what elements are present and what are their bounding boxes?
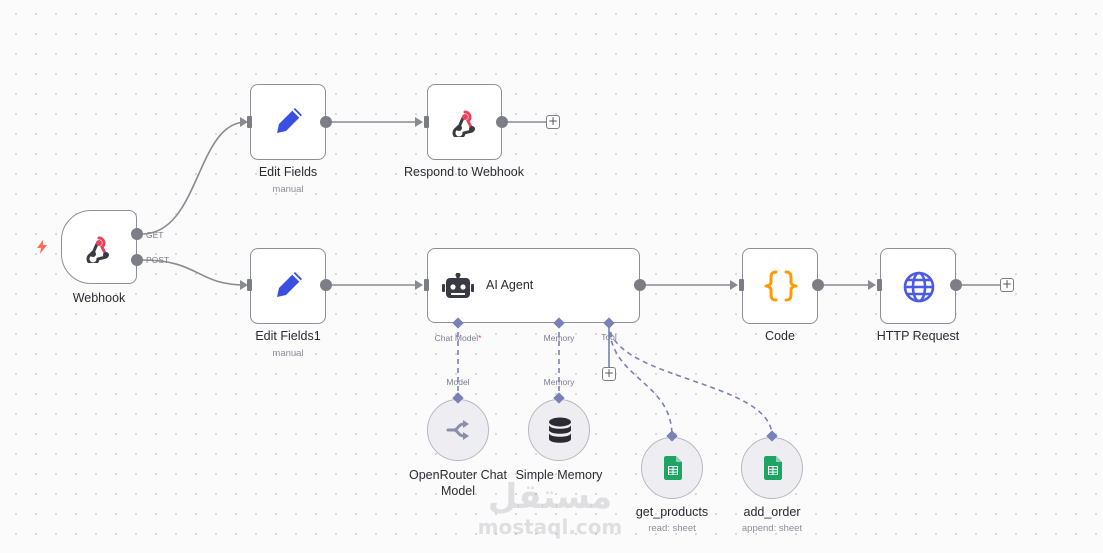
tool-port-label: Tool — [601, 332, 617, 342]
respond-to-webhook-label: Respond to Webhook — [404, 165, 524, 179]
ai-agent-label: AI Agent — [486, 278, 534, 292]
webhook-icon — [86, 236, 109, 263]
pencil-icon — [277, 272, 302, 297]
ai-agent-input-handle[interactable] — [424, 279, 429, 291]
http-request-output-handle[interactable] — [950, 279, 962, 291]
respond-to-webhook-node[interactable] — [427, 84, 502, 160]
globe-icon — [903, 271, 935, 303]
ai-agent-output-handle[interactable] — [634, 279, 646, 291]
watermark-latin: mostaql.com — [477, 515, 623, 539]
code-node[interactable] — [742, 248, 818, 324]
add-order-subtitle: append: sheet — [741, 523, 803, 534]
google-sheets-icon — [764, 456, 782, 480]
http-request-node[interactable] — [880, 248, 956, 324]
http-request-input-handle[interactable] — [877, 279, 882, 291]
ai-agent-node[interactable]: AI Agent — [427, 248, 640, 323]
webhook-icon — [452, 110, 475, 137]
respond-to-webhook-output-handle[interactable] — [496, 116, 508, 128]
openrouter-chat-model-node[interactable] — [427, 399, 489, 461]
get-products-node[interactable] — [641, 437, 703, 499]
lightning-bolt-icon — [37, 240, 47, 254]
respond-to-webhook-input-handle[interactable] — [424, 116, 429, 128]
watermark-arabic: مستقل — [487, 477, 613, 517]
edge-webhook-post-to-edit-fields1 — [141, 259, 247, 286]
database-icon — [549, 417, 571, 443]
edit-fields-node[interactable] — [250, 84, 326, 160]
edit-fields1-node[interactable] — [250, 248, 326, 324]
edit-fields1-output-handle[interactable] — [320, 279, 332, 291]
pencil-icon — [277, 108, 302, 133]
webhook-get-label: GET — [146, 230, 164, 240]
code-output-handle[interactable] — [812, 279, 824, 291]
openrouter-model-port-label: Model — [446, 377, 470, 387]
braces-icon — [764, 270, 798, 302]
simple-memory-node[interactable] — [528, 399, 590, 461]
chat-model-port-label: Chat Model* — [434, 333, 482, 343]
edit-fields-output-handle[interactable] — [320, 116, 332, 128]
edit-fields1-input-handle[interactable] — [247, 279, 252, 291]
simple-memory-label: Simple Memory — [515, 468, 603, 482]
edit-fields1-subtitle: manual — [272, 348, 304, 359]
add-order-label: add_order — [743, 505, 801, 519]
simple-memory-port-label: Memory — [543, 377, 575, 387]
get-products-label: get_products — [635, 505, 709, 519]
webhook-node[interactable] — [61, 210, 137, 284]
webhook-output-get-handle[interactable] — [131, 228, 143, 240]
edit-fields-label: Edit Fields — [258, 165, 318, 179]
openrouter-label: OpenRouter Chat Model — [409, 468, 507, 498]
mostaql-watermark: مستقل mostaql.com — [470, 478, 630, 538]
code-input-handle[interactable] — [739, 279, 744, 291]
edit-fields-input-handle[interactable] — [247, 116, 252, 128]
edge-webhook-get-to-edit-fields — [141, 121, 247, 235]
google-sheets-icon — [664, 456, 682, 480]
robot-icon — [442, 273, 474, 298]
add-node-after-respond-button[interactable]: + — [546, 114, 560, 129]
add-node-after-http-button[interactable]: + — [1000, 277, 1014, 292]
required-mark: * — [478, 333, 482, 343]
edge-tool-to-get-products — [608, 322, 673, 437]
code-label: Code — [765, 329, 795, 343]
openrouter-icon — [446, 420, 469, 440]
webhook-output-post-handle[interactable] — [131, 254, 143, 266]
get-products-subtitle: read: sheet — [648, 523, 696, 534]
edge-tool-to-add-order — [608, 322, 773, 437]
add-order-node[interactable] — [741, 437, 803, 499]
webhook-node-label: Webhook — [72, 291, 126, 305]
add-tool-button[interactable]: + — [602, 366, 616, 381]
memory-port-label: Memory — [543, 333, 575, 343]
http-request-label: HTTP Request — [876, 329, 960, 343]
edit-fields-subtitle: manual — [272, 184, 304, 195]
edit-fields1-label: Edit Fields1 — [255, 329, 321, 343]
webhook-post-label: POST — [146, 255, 170, 265]
